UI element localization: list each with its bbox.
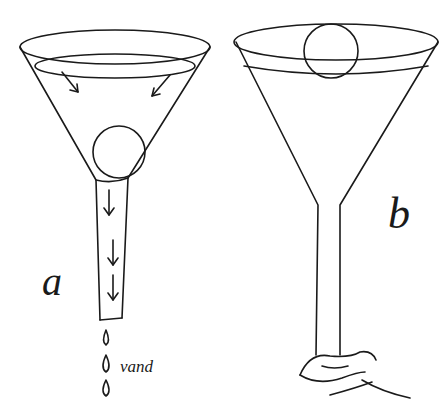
part-label: b xyxy=(388,192,410,236)
funnel-a xyxy=(20,30,210,396)
funnel-b xyxy=(234,24,438,398)
part-label: a xyxy=(42,262,62,302)
note-label: vand xyxy=(120,358,153,375)
